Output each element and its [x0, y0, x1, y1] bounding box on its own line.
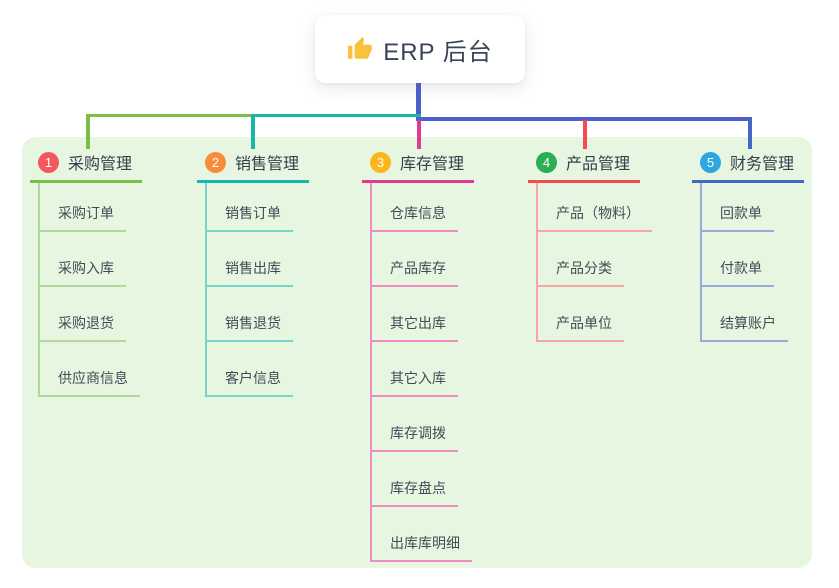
child-node[interactable]: 产品单位: [538, 287, 624, 342]
branch-children: 回款单 付款单 结算账户: [700, 183, 804, 342]
branch-finance: 5 财务管理 回款单 付款单 结算账户: [692, 150, 805, 342]
branch-node-inventory[interactable]: 3 库存管理: [362, 150, 475, 183]
branch-purchase: 1 采购管理 采购订单 采购入库 采购退货 供应商信息: [30, 150, 143, 397]
branch-number-badge: 5: [700, 151, 721, 173]
child-node[interactable]: 其它出库: [372, 287, 458, 342]
branch-product: 4 产品管理 产品（物料） 产品分类 产品单位: [528, 150, 652, 342]
branch-children: 采购订单 采购入库 采购退货 供应商信息: [38, 183, 142, 397]
branch-label: 销售管理: [235, 156, 300, 173]
child-node[interactable]: 付款单: [702, 232, 774, 287]
child-node[interactable]: 客户信息: [207, 342, 293, 397]
connector-bus-purchase: [86, 114, 254, 117]
branch-inventory: 3 库存管理 仓库信息 产品库存 其它出库 其它入库 库存调拨 库存盘点 出库库…: [362, 150, 475, 562]
child-node[interactable]: 回款单: [702, 183, 774, 232]
branch-label: 产品管理: [566, 156, 631, 173]
child-node[interactable]: 销售订单: [207, 183, 293, 232]
child-node[interactable]: 产品（物料）: [538, 183, 652, 232]
connector-bus-finance: [419, 117, 752, 121]
child-node[interactable]: 产品分类: [538, 232, 624, 287]
child-node[interactable]: 其它入库: [372, 342, 458, 397]
thumbs-up-icon: [348, 37, 373, 59]
branch-number-badge: 3: [370, 151, 391, 173]
branch-children: 销售订单 销售出库 销售退货 客户信息: [205, 183, 309, 397]
branch-label: 财务管理: [730, 156, 795, 173]
child-node[interactable]: 销售退货: [207, 287, 293, 342]
child-node[interactable]: 采购入库: [40, 232, 126, 287]
branch-number-badge: 4: [536, 151, 557, 173]
branch-sales: 2 销售管理 销售订单 销售出库 销售退货 客户信息: [197, 150, 310, 397]
child-node[interactable]: 出库库明细: [372, 507, 472, 562]
child-node[interactable]: 产品库存: [372, 232, 458, 287]
connector-drop-inventory: [417, 120, 421, 149]
connector-drop-sales: [251, 114, 255, 149]
branch-node-purchase[interactable]: 1 采购管理: [30, 150, 143, 183]
connector-drop-product: [583, 120, 587, 149]
child-node[interactable]: 供应商信息: [40, 342, 140, 397]
child-node[interactable]: 销售出库: [207, 232, 293, 287]
branch-label: 库存管理: [400, 156, 465, 173]
root-label: ERP 后台: [383, 38, 493, 66]
branch-number-badge: 2: [205, 151, 226, 173]
branch-label: 采购管理: [68, 156, 133, 173]
child-node[interactable]: 采购退货: [40, 287, 126, 342]
child-node[interactable]: 库存调拨: [372, 397, 458, 452]
child-node[interactable]: 仓库信息: [372, 183, 458, 232]
connector-root-stem: [416, 83, 421, 121]
child-node[interactable]: 库存盘点: [372, 452, 458, 507]
branch-node-product[interactable]: 4 产品管理: [528, 150, 641, 183]
connector-bus-sales: [254, 114, 421, 117]
branch-children: 仓库信息 产品库存 其它出库 其它入库 库存调拨 库存盘点 出库库明细: [370, 183, 474, 562]
branch-children: 产品（物料） 产品分类 产品单位: [536, 183, 652, 342]
root-node[interactable]: ERP 后台: [315, 15, 525, 83]
branches-panel: [22, 137, 812, 568]
branch-node-finance[interactable]: 5 财务管理: [692, 150, 805, 183]
branch-node-sales[interactable]: 2 销售管理: [197, 150, 310, 183]
child-node[interactable]: 采购订单: [40, 183, 126, 232]
child-node[interactable]: 结算账户: [702, 287, 788, 342]
connector-drop-finance: [748, 118, 752, 149]
branch-number-badge: 1: [38, 151, 59, 173]
connector-drop-purchase: [86, 114, 90, 149]
